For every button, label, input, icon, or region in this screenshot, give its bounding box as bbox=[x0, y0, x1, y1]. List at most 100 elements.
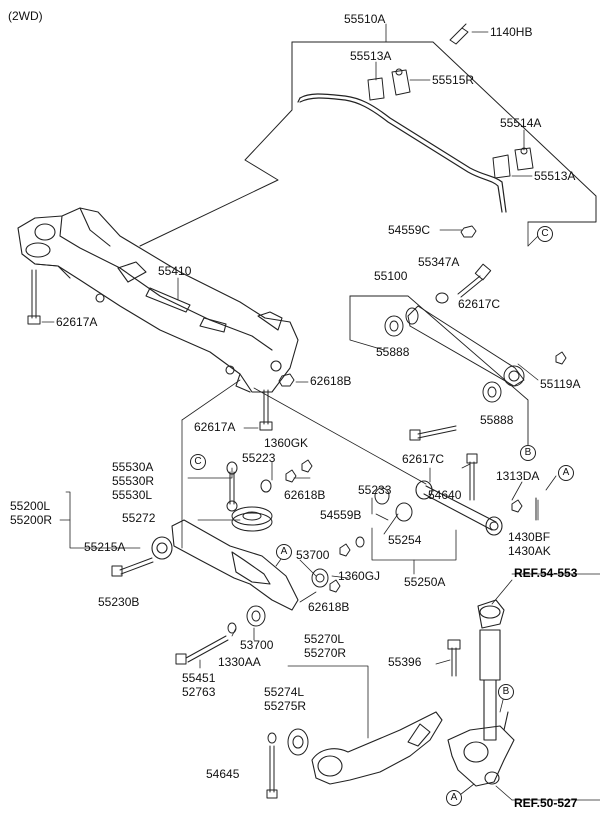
group-55250a-box bbox=[371, 527, 457, 575]
bushing-55888-top bbox=[384, 315, 404, 337]
bolt-1140hb bbox=[449, 23, 469, 45]
nut-62618b-mid bbox=[301, 459, 313, 473]
part-label-55515r: 55515R bbox=[432, 73, 475, 87]
bushing-55888-bottom bbox=[482, 381, 502, 403]
part-label-52763: 52763 bbox=[182, 685, 216, 699]
part-label-55100: 55100 bbox=[374, 269, 408, 283]
part-label-55530a: 55530A bbox=[112, 460, 154, 474]
upper-arm bbox=[405, 305, 525, 387]
part-label-1330aa: 1330AA bbox=[218, 655, 261, 669]
part-label-55410: 55410 bbox=[158, 264, 192, 278]
marker-a-mid: A bbox=[276, 544, 292, 560]
stabilizer-bushing-right bbox=[492, 147, 534, 179]
part-label-55119a: 55119A bbox=[540, 377, 581, 391]
part-label-55513a-top: 55513A bbox=[350, 49, 392, 63]
bolt-54640 bbox=[466, 453, 478, 501]
part-label-1360gj: 1360GJ bbox=[338, 569, 381, 583]
marker-b-lower: B bbox=[498, 684, 514, 700]
part-label-55200r: 55200R bbox=[10, 513, 53, 527]
part-label-62618b-mid: 62618B bbox=[284, 488, 326, 502]
lower-arm-group-lines bbox=[59, 491, 141, 549]
part-label-55396: 55396 bbox=[388, 655, 422, 669]
marker-c-top: C bbox=[537, 226, 553, 242]
part-label-1360gk: 1360GK bbox=[264, 436, 309, 450]
ref-link-bottom[interactable]: REF.50-527 bbox=[514, 796, 578, 810]
guide-lines bbox=[181, 379, 427, 549]
ref-arrows bbox=[491, 573, 600, 801]
part-label-62617a-left: 62617A bbox=[56, 315, 98, 329]
washer-55347a bbox=[435, 292, 449, 304]
marker-b-upper: B bbox=[520, 445, 536, 461]
part-label-55200l: 55200L bbox=[10, 499, 51, 513]
bolt-62617c-top bbox=[457, 263, 492, 298]
part-label-55888-top: 55888 bbox=[376, 345, 410, 359]
nut-54559c bbox=[460, 225, 477, 238]
part-label-55530r: 55530R bbox=[112, 474, 155, 488]
part-label-1430ak: 1430AK bbox=[508, 544, 551, 558]
bushing-55254 bbox=[395, 502, 413, 522]
part-label-55223: 55223 bbox=[242, 451, 276, 465]
marker-c-left: C bbox=[190, 454, 206, 470]
washer-1330aa bbox=[227, 622, 237, 634]
bolt-62617a-left bbox=[27, 269, 41, 325]
part-label-62617c-bottom: 62617C bbox=[402, 452, 445, 466]
part-label-54559c: 54559C bbox=[388, 223, 431, 237]
part-label-55347a: 55347A bbox=[418, 255, 460, 269]
part-label-55270l: 55270L bbox=[304, 632, 345, 646]
bolt-62617a-center bbox=[259, 389, 273, 431]
part-label-55233: 55233 bbox=[358, 483, 392, 497]
nut-54559b bbox=[339, 543, 351, 557]
part-label-55254: 55254 bbox=[388, 533, 422, 547]
part-label-62617c-top: 62617C bbox=[458, 297, 501, 311]
trailing-arm-group-lines bbox=[287, 665, 369, 739]
shock-bolt-55396 bbox=[447, 639, 461, 677]
part-label-55250a: 55250A bbox=[404, 575, 446, 589]
nut-62618b-top bbox=[278, 373, 295, 387]
nut-55119a bbox=[555, 351, 567, 365]
part-label-55510a: 55510A bbox=[344, 12, 386, 26]
stabilizer-bushing-left bbox=[367, 68, 411, 101]
part-label-62617a-center: 62617A bbox=[194, 420, 236, 434]
leader-lines bbox=[41, 23, 539, 669]
part-label-54645: 54645 bbox=[206, 767, 240, 781]
stabilizer-link bbox=[226, 461, 238, 512]
bolt-62617c-bottom bbox=[409, 425, 457, 441]
bushing-55274 bbox=[267, 728, 309, 756]
diagram-heading: (2WD) bbox=[8, 9, 43, 23]
crossmember bbox=[17, 207, 299, 393]
bushing-55223 bbox=[260, 479, 272, 493]
lower-arm bbox=[151, 519, 299, 611]
part-label-55275r: 55275R bbox=[264, 699, 307, 713]
bolt-55451 bbox=[175, 635, 229, 665]
shock-absorber bbox=[477, 599, 505, 741]
part-label-55513a-right: 55513A bbox=[534, 169, 576, 183]
part-label-1430bf: 1430BF bbox=[508, 530, 551, 544]
part-label-62618b-top: 62618B bbox=[310, 374, 352, 388]
stabilizer-bar bbox=[297, 93, 507, 213]
lateral-rod bbox=[415, 480, 503, 536]
part-label-55215a: 55215A bbox=[84, 540, 126, 554]
bushing-53700-right bbox=[311, 568, 329, 588]
ref-link-top[interactable]: REF.54-553 bbox=[514, 566, 578, 580]
part-label-55274l: 55274L bbox=[264, 685, 305, 699]
washer-1360gj bbox=[355, 536, 365, 548]
marker-a-right: A bbox=[558, 465, 574, 481]
part-label-55230b: 55230B bbox=[98, 595, 140, 609]
part-label-54640: 54640 bbox=[428, 488, 462, 502]
part-label-55514a: 55514A bbox=[500, 116, 542, 130]
bushing-55233 bbox=[374, 487, 390, 505]
trailing-arm bbox=[311, 711, 443, 785]
nut-1360gk bbox=[285, 469, 297, 483]
part-label-53700-lower: 53700 bbox=[240, 638, 274, 652]
part-label-55888-bottom: 55888 bbox=[480, 413, 514, 427]
rear-knuckle bbox=[447, 711, 515, 787]
part-label-55530l: 55530L bbox=[112, 488, 153, 502]
upper-arm-group-outline bbox=[349, 295, 529, 445]
nut-1313da bbox=[511, 499, 523, 513]
stabilizer-group-outline bbox=[139, 41, 597, 247]
bolt-55230b bbox=[111, 557, 154, 577]
part-label-1313da: 1313DA bbox=[496, 469, 540, 483]
marker-a-bottom: A bbox=[446, 790, 462, 806]
part-label-62618b-low: 62618B bbox=[308, 600, 350, 614]
